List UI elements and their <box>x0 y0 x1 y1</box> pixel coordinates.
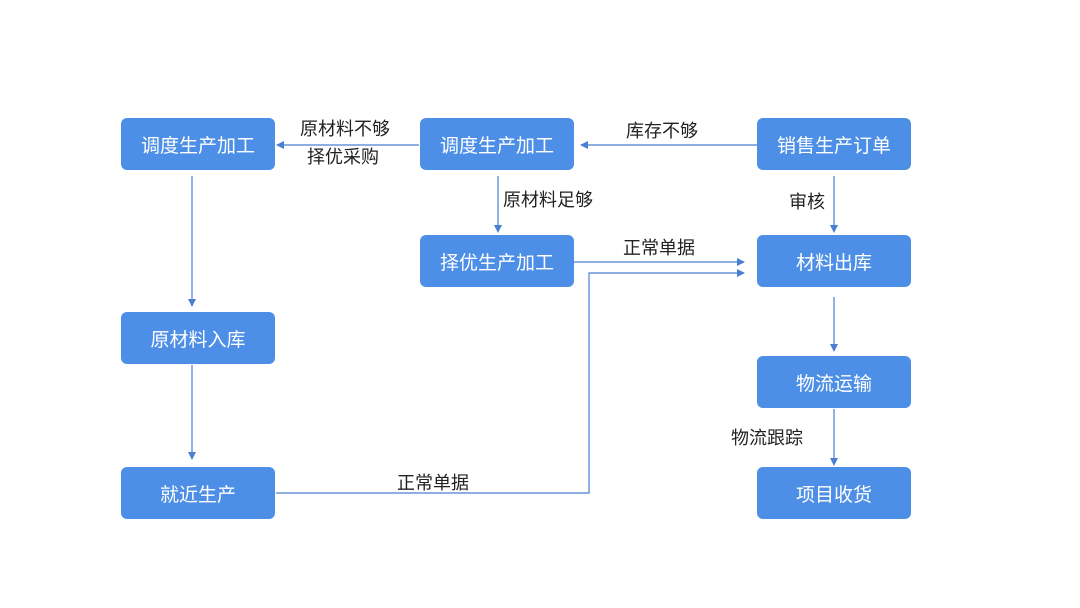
node-sales-order: 销售生产订单 <box>757 118 911 170</box>
node-nearby-production: 就近生产 <box>121 467 275 519</box>
label-insufficient-line2: 择优采购 <box>307 147 379 168</box>
label-normal-doc-top: 正常单据 <box>623 238 695 259</box>
node-select-production: 择优生产加工 <box>420 235 574 287</box>
label-logistics-tracking: 物流跟踪 <box>731 428 803 449</box>
node-material-outbound: 材料出库 <box>757 235 911 287</box>
label-raw-sufficient: 原材料足够 <box>503 190 593 211</box>
node-dispatch-center: 调度生产加工 <box>420 118 574 170</box>
label-normal-doc-bottom: 正常单据 <box>397 473 469 494</box>
node-raw-material-inbound: 原材料入库 <box>121 312 275 364</box>
node-project-receipt: 项目收货 <box>757 467 911 519</box>
label-insufficient-line1: 原材料不够 <box>300 119 390 140</box>
label-stock-insufficient: 库存不够 <box>626 121 698 142</box>
label-review: 审核 <box>789 192 825 213</box>
node-dispatch-left: 调度生产加工 <box>121 118 275 170</box>
edge-nearby-to-material-outbound <box>276 269 745 494</box>
node-logistics-transport: 物流运输 <box>757 356 911 408</box>
